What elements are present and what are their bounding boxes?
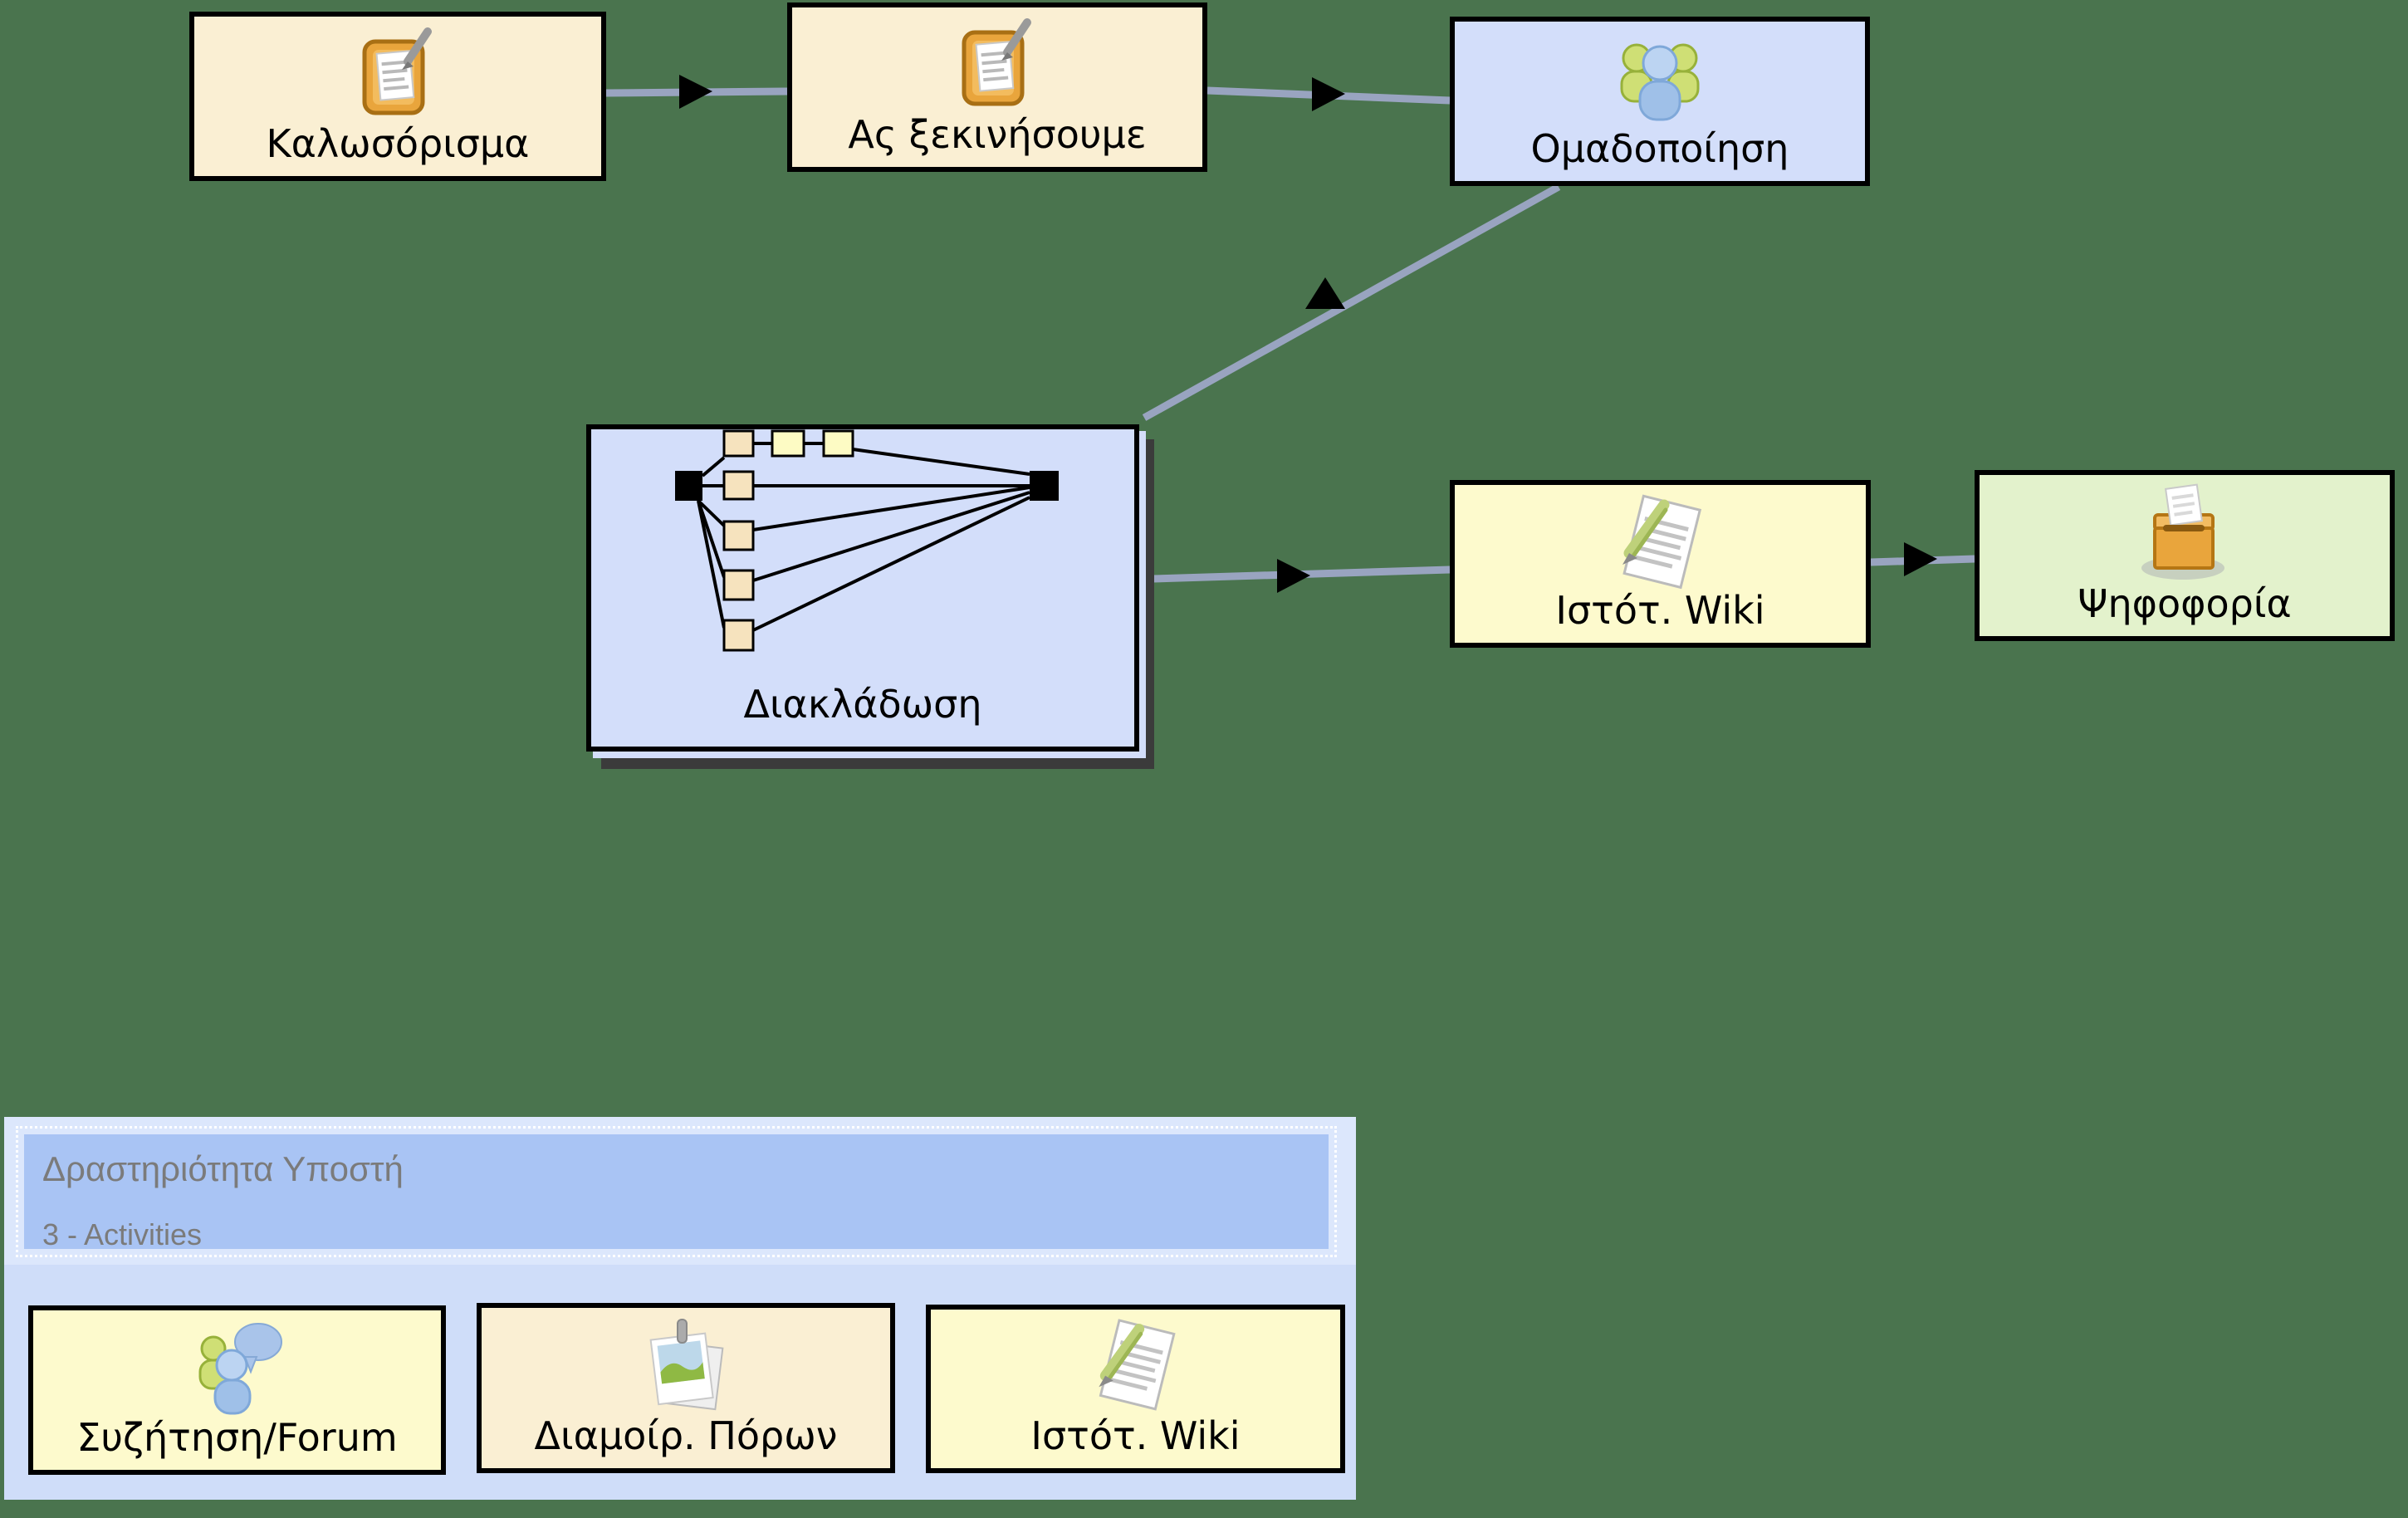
noticeboard-icon: [792, 16, 1202, 109]
activity-branching[interactable]: Διακλάδωση: [586, 424, 1139, 752]
arrowhead-up-icon: [1305, 277, 1345, 309]
activity-forum[interactable]: Συζήτηση/Forum: [28, 1305, 446, 1475]
activity-label: Ιστότ. Wiki: [1030, 1413, 1241, 1458]
activity-grouping[interactable]: Ομαδοποίηση: [1450, 17, 1870, 186]
activity-wiki-optional[interactable]: Ιστότ. Wiki: [926, 1305, 1345, 1473]
forum-icon: [33, 1319, 441, 1417]
transition-line-wiki-voting: [1870, 555, 1975, 566]
activity-label: Ψηφοφορία: [2078, 581, 2292, 626]
branching-diagram: [675, 429, 1059, 652]
activity-label: Ιστότ. Wiki: [1555, 588, 1765, 633]
activity-label: Ας ξεκινήσουμε: [848, 112, 1147, 157]
wiki-icon: [931, 1313, 1340, 1421]
activity-share-resources[interactable]: Διαμοίρ. Πόρων: [477, 1303, 895, 1473]
optional-activities-panel[interactable]: Δραστηριότητα Υποστή 3 - Activities: [4, 1117, 1356, 1500]
transition-line-start-grouping: [1206, 86, 1451, 105]
voting-icon: [1980, 482, 2390, 585]
activity-label: Διακλάδωση: [743, 682, 982, 727]
grouping-icon: [1455, 30, 1865, 126]
panel-header-dotted-border: Δραστηριότητα Υποστή 3 - Activities: [16, 1126, 1337, 1257]
activity-label: Καλωσόρισμα: [266, 121, 530, 166]
panel-header-zone: Δραστηριότητα Υποστή 3 - Activities: [4, 1117, 1356, 1265]
arrowhead-right-icon: [1312, 77, 1345, 111]
panel-title: Δραστηριότητα Υποστή: [42, 1149, 404, 1188]
activity-welcome[interactable]: Καλωσόρισμα: [189, 12, 606, 181]
wiki-icon: [1455, 488, 1866, 600]
share-resources-icon: [482, 1316, 890, 1419]
activity-label: Ομαδοποίηση: [1530, 126, 1789, 171]
transition-line-grouping-branching: [1142, 184, 1561, 421]
activity-wiki[interactable]: Ιστότ. Wiki: [1450, 480, 1871, 648]
noticeboard-icon: [194, 25, 601, 118]
panel-header-band: Δραστηριότητα Υποστή 3 - Activities: [24, 1134, 1329, 1251]
arrowhead-right-icon: [679, 75, 712, 109]
transition-line-welcome-start: [605, 87, 788, 97]
arrowhead-right-icon: [1277, 559, 1310, 593]
activity-label: Συζήτηση/Forum: [76, 1415, 398, 1460]
activity-label: Διαμοίρ. Πόρων: [534, 1413, 838, 1458]
activity-voting[interactable]: Ψηφοφορία: [1975, 470, 2395, 641]
activity-getting-started[interactable]: Ας ξεκινήσουμε: [787, 2, 1207, 172]
arrowhead-right-icon: [1904, 542, 1937, 576]
transition-line-branching-wiki: [1152, 566, 1451, 583]
panel-subtitle: 3 - Activities: [42, 1217, 203, 1251]
